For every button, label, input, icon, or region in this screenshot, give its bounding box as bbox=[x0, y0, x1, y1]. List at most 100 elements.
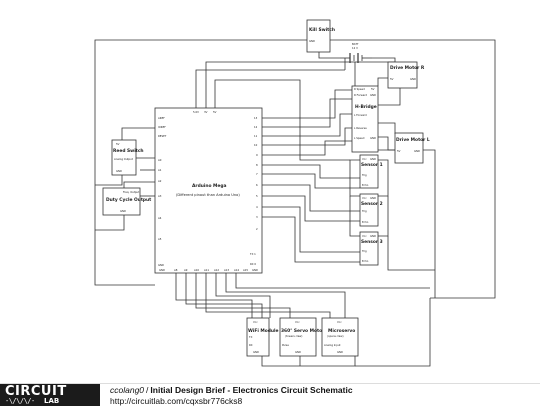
svg-text:11: 11 bbox=[254, 134, 258, 138]
svg-text:Analog Output: Analog Output bbox=[114, 157, 133, 161]
circuit-url[interactable]: http://circuitlab.com/cqxsbr776cks8 bbox=[110, 396, 243, 406]
duty-cycle-output: Freq. Output Duty Cycle Output GND bbox=[102, 187, 151, 216]
author-link[interactable]: ccolang0 bbox=[110, 385, 145, 395]
circuit-schematic: Kill Switch GND BATT 12 V Drive Motor R … bbox=[94, 19, 496, 367]
svg-text:R Speed: R Speed bbox=[354, 87, 365, 91]
svg-text:Vcc: Vcc bbox=[295, 320, 300, 324]
svg-text:GND: GND bbox=[120, 209, 126, 213]
svg-text:Sensor 1: Sensor 1 bbox=[361, 162, 383, 168]
schematic-canvas[interactable]: Kill Switch GND BATT 12 V Drive Motor R … bbox=[0, 0, 540, 383]
svg-text:A0: A0 bbox=[158, 158, 162, 162]
svg-text:5V: 5V bbox=[213, 110, 217, 114]
svg-text:Reed Switch: Reed Switch bbox=[113, 148, 144, 154]
svg-text:Vcc: Vcc bbox=[362, 234, 367, 238]
svg-text:GND: GND bbox=[159, 268, 165, 272]
svg-text:Freq. Output: Freq. Output bbox=[123, 190, 139, 194]
svg-text:A3: A3 bbox=[158, 194, 162, 198]
svg-text:5V: 5V bbox=[371, 87, 375, 91]
svg-text:A14: A14 bbox=[234, 268, 239, 272]
svg-text:BATT: BATT bbox=[352, 42, 359, 46]
svg-text:GND: GND bbox=[370, 136, 376, 140]
svg-text:A2: A2 bbox=[158, 179, 162, 183]
svg-text:GND: GND bbox=[370, 196, 376, 200]
svg-text:5.0V: 5.0V bbox=[193, 110, 199, 114]
svg-text:12: 12 bbox=[254, 125, 258, 129]
svg-text:Trig: Trig bbox=[362, 249, 367, 253]
svg-text:A5: A5 bbox=[158, 237, 162, 241]
svg-text:GND: GND bbox=[414, 149, 420, 153]
svg-text:GND: GND bbox=[295, 350, 301, 354]
svg-text:GND: GND bbox=[309, 39, 315, 43]
svg-text:A10: A10 bbox=[194, 268, 199, 272]
svg-text:R Forward: R Forward bbox=[354, 93, 367, 97]
drive-motor-r: Drive Motor R 5V GND bbox=[387, 61, 425, 89]
circuit-name: Initial Design Brief - Electronics Circu… bbox=[150, 385, 353, 395]
svg-text:Vcc: Vcc bbox=[362, 157, 367, 161]
svg-text:5: 5 bbox=[256, 194, 258, 198]
svg-text:3V: 3V bbox=[204, 110, 208, 114]
svg-text:Echo: Echo bbox=[362, 259, 369, 263]
svg-text:(Different pinout than Arduino: (Different pinout than Arduino Uno) bbox=[176, 193, 240, 197]
wifi-module: Vcc WiFi Module TX RX GND bbox=[246, 317, 279, 357]
reed-switch: 5V Reed Switch Analog Output GND bbox=[111, 139, 144, 176]
circuit-title: ccolang0/Initial Design Brief - Electron… bbox=[110, 385, 353, 395]
sensor-1: Vcc GND Sensor 1 Trig Echo bbox=[359, 154, 383, 189]
h-bridge: H-Bridge R Speed 5V R Forward GND L Forw… bbox=[351, 85, 379, 153]
logo-text-lab: LAB bbox=[44, 397, 60, 405]
microservo: Vcc Microservo (opens claw) Analog Input… bbox=[321, 317, 359, 357]
svg-text:360° Servo Motor: 360° Servo Motor bbox=[281, 328, 325, 334]
svg-text:Vcc: Vcc bbox=[337, 320, 342, 324]
svg-text:A1: A1 bbox=[158, 168, 162, 172]
svg-text:9: 9 bbox=[256, 153, 258, 157]
svg-text:Drive Motor L: Drive Motor L bbox=[396, 137, 430, 143]
drive-motor-l: Drive Motor L 5V GND bbox=[394, 132, 430, 164]
svg-text:A8: A8 bbox=[174, 268, 178, 272]
svg-text:5V: 5V bbox=[116, 142, 120, 146]
footer-bar: CIRCUIT -\/\/\/- LAB ccolang0/Initial De… bbox=[0, 383, 540, 406]
svg-text:WiFi Module: WiFi Module bbox=[248, 328, 279, 334]
svg-text:GND: GND bbox=[410, 77, 416, 81]
svg-text:A4: A4 bbox=[158, 216, 162, 220]
svg-text:Duty Cycle Output: Duty Cycle Output bbox=[106, 197, 151, 203]
svg-text:8: 8 bbox=[256, 163, 258, 167]
battery: BATT 12 V bbox=[340, 42, 372, 63]
svg-text:A12: A12 bbox=[214, 268, 219, 272]
svg-text:Trig: Trig bbox=[362, 209, 367, 213]
svg-text:GND: GND bbox=[158, 263, 164, 267]
svg-text:GND: GND bbox=[370, 234, 376, 238]
svg-text:Pulse: Pulse bbox=[282, 343, 289, 347]
svg-text:IOREF: IOREF bbox=[158, 125, 166, 129]
svg-text:6: 6 bbox=[256, 183, 258, 187]
svg-text:(opens claw): (opens claw) bbox=[327, 334, 344, 338]
logo-resistor-pattern: -\/\/\/- bbox=[5, 397, 35, 405]
sensor-2: Vcc GND Sensor 2 Trig Echo bbox=[359, 193, 383, 227]
svg-text:TX 1: TX 1 bbox=[250, 252, 256, 256]
svg-text:TX: TX bbox=[249, 335, 253, 339]
svg-text:5V: 5V bbox=[397, 149, 401, 153]
svg-text:A9: A9 bbox=[184, 268, 188, 272]
svg-text:4: 4 bbox=[256, 205, 258, 209]
svg-text:GND: GND bbox=[116, 169, 122, 173]
svg-text:Echo: Echo bbox=[362, 183, 369, 187]
svg-text:AREF: AREF bbox=[158, 116, 165, 120]
svg-text:A15: A15 bbox=[243, 268, 248, 272]
svg-text:Vcc: Vcc bbox=[362, 196, 367, 200]
svg-text:Vcc: Vcc bbox=[253, 320, 258, 324]
kill-switch: Kill Switch GND bbox=[306, 19, 335, 53]
svg-text:L Reverse: L Reverse bbox=[354, 126, 367, 130]
svg-text:12 V: 12 V bbox=[352, 46, 358, 50]
svg-text:GND: GND bbox=[337, 350, 343, 354]
svg-text:3: 3 bbox=[256, 215, 258, 219]
servo-motor: Vcc 360° Servo Motor (towers claw) Pulse… bbox=[279, 317, 325, 357]
svg-text:L Forward: L Forward bbox=[354, 113, 367, 117]
svg-text:GND: GND bbox=[252, 268, 258, 272]
svg-text:(towers claw): (towers claw) bbox=[285, 334, 302, 338]
circuitlab-logo[interactable]: CIRCUIT -\/\/\/- LAB bbox=[0, 384, 100, 406]
logo-text-circuit: CIRCUIT bbox=[5, 384, 67, 399]
sensor-3: Vcc GND Sensor 3 Trig Echo bbox=[359, 231, 383, 266]
svg-text:13: 13 bbox=[254, 116, 258, 120]
svg-text:GND: GND bbox=[370, 93, 376, 97]
svg-text:GND: GND bbox=[253, 350, 259, 354]
svg-text:RX 0: RX 0 bbox=[250, 262, 256, 266]
svg-text:RX: RX bbox=[249, 343, 253, 347]
